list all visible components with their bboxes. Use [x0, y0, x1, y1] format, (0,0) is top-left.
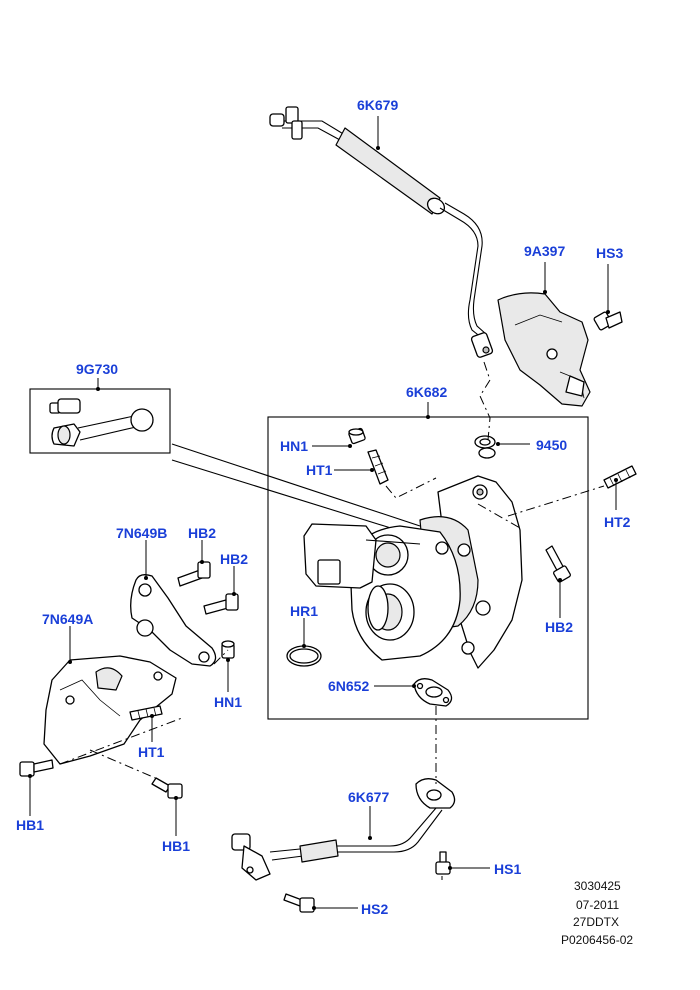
callout-HT1-top: HT1 [306, 462, 333, 478]
callout-9G730: 9G730 [76, 361, 118, 377]
callout-6N652: 6N652 [328, 678, 369, 694]
tool-kit-9G730-contents [49, 398, 154, 447]
bolt-HB2-lower [203, 593, 239, 615]
reference-number: 3030425 [574, 879, 621, 893]
callout-9450: 9450 [536, 437, 567, 453]
callout-HB2-upper: HB2 [188, 525, 216, 541]
gasket-6N652 [413, 678, 453, 707]
callout-7N649B: 7N649B [116, 525, 167, 541]
nut-HN1-top [348, 427, 366, 445]
callout-HN1-top: HN1 [280, 438, 308, 454]
stud-HT2 [603, 465, 637, 489]
callout-HN1-bottom: HN1 [214, 694, 242, 710]
callout-HS2: HS2 [361, 901, 388, 917]
callout-HB2-lower: HB2 [220, 551, 248, 567]
reference-illustration-id: P0206456-02 [561, 933, 633, 947]
callout-HT1-bottom: HT1 [138, 744, 165, 760]
callout-HB1-left: HB1 [16, 817, 44, 833]
stud-HT1-top [367, 449, 389, 485]
nut-HN1-bottom [221, 640, 235, 659]
reference-engine-code: 27DDTX [573, 915, 619, 929]
bolt-HS3 [593, 311, 623, 331]
bolt-HS1 [435, 851, 451, 875]
callout-HR1: HR1 [290, 603, 318, 619]
callout-6K682: 6K682 [406, 384, 447, 400]
bolt-HS2 [283, 893, 315, 913]
bolt-HB2-upper [177, 561, 211, 587]
oil-feed-pipe-6K679 [269, 106, 494, 358]
bracket-7N649B [130, 574, 217, 667]
callout-HS3: HS3 [596, 245, 623, 261]
o-ring-HR1 [286, 645, 322, 667]
bolt-HB1-left [19, 759, 54, 777]
bracket-7N649A [43, 655, 177, 765]
turbocharger-6K682 [303, 475, 523, 669]
gasket-9450 [474, 435, 496, 459]
callout-6K679: 6K679 [357, 97, 398, 113]
callout-7N649A: 7N649A [42, 611, 93, 627]
callout-6K677: 6K677 [348, 789, 389, 805]
callout-HT2: HT2 [604, 514, 631, 530]
callout-HS1: HS1 [494, 861, 521, 877]
reference-date: 07-2011 [576, 898, 619, 912]
callout-HB2-right: HB2 [545, 619, 573, 635]
heat-shield-9A397 [497, 292, 591, 407]
bolt-HB1-right [151, 777, 183, 799]
oil-return-pipe-6K677 [231, 778, 456, 881]
stud-HT1-bottom [129, 705, 163, 721]
bolt-HB2-right [545, 545, 571, 583]
callout-9A397: 9A397 [524, 243, 565, 259]
callout-HB1-right: HB1 [162, 838, 190, 854]
